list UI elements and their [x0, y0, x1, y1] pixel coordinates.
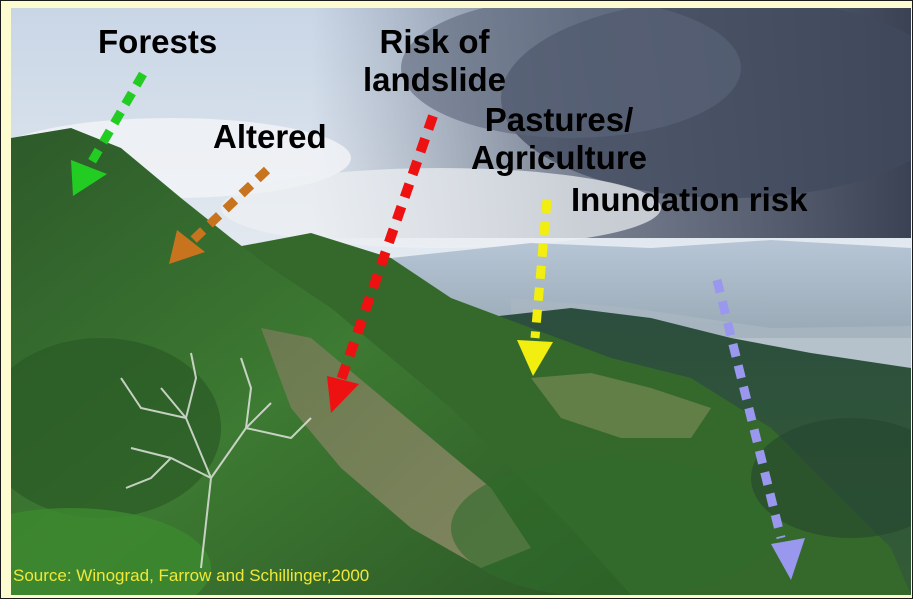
label-pastures-line2: Agriculture: [471, 139, 648, 176]
label-pastures-line1: Pastures/: [484, 101, 634, 138]
label-pastures-agriculture: Pastures/ Agriculture: [471, 101, 647, 177]
mountain-landscape-image: [11, 8, 911, 595]
label-inundation-risk: Inundation risk: [571, 181, 808, 218]
arrow-pastures: [517, 199, 553, 376]
arrow-landslide: [327, 114, 438, 413]
landscape-photo: [11, 8, 911, 595]
label-altered: Altered: [213, 118, 327, 155]
label-risk-of-landslide: Risk of landslide: [363, 23, 506, 99]
arrow-forests: [71, 71, 147, 196]
arrow-altered: [169, 166, 271, 264]
source-citation: Source: Winograd, Farrow and Schillinger…: [13, 566, 370, 585]
label-risk-of-landslide-line2: landslide: [363, 61, 507, 98]
label-forests: Forests: [98, 23, 218, 60]
arrow-inundation: [712, 278, 805, 580]
label-risk-of-landslide-line1: Risk of: [379, 23, 490, 60]
bare-tree: [120, 352, 312, 569]
